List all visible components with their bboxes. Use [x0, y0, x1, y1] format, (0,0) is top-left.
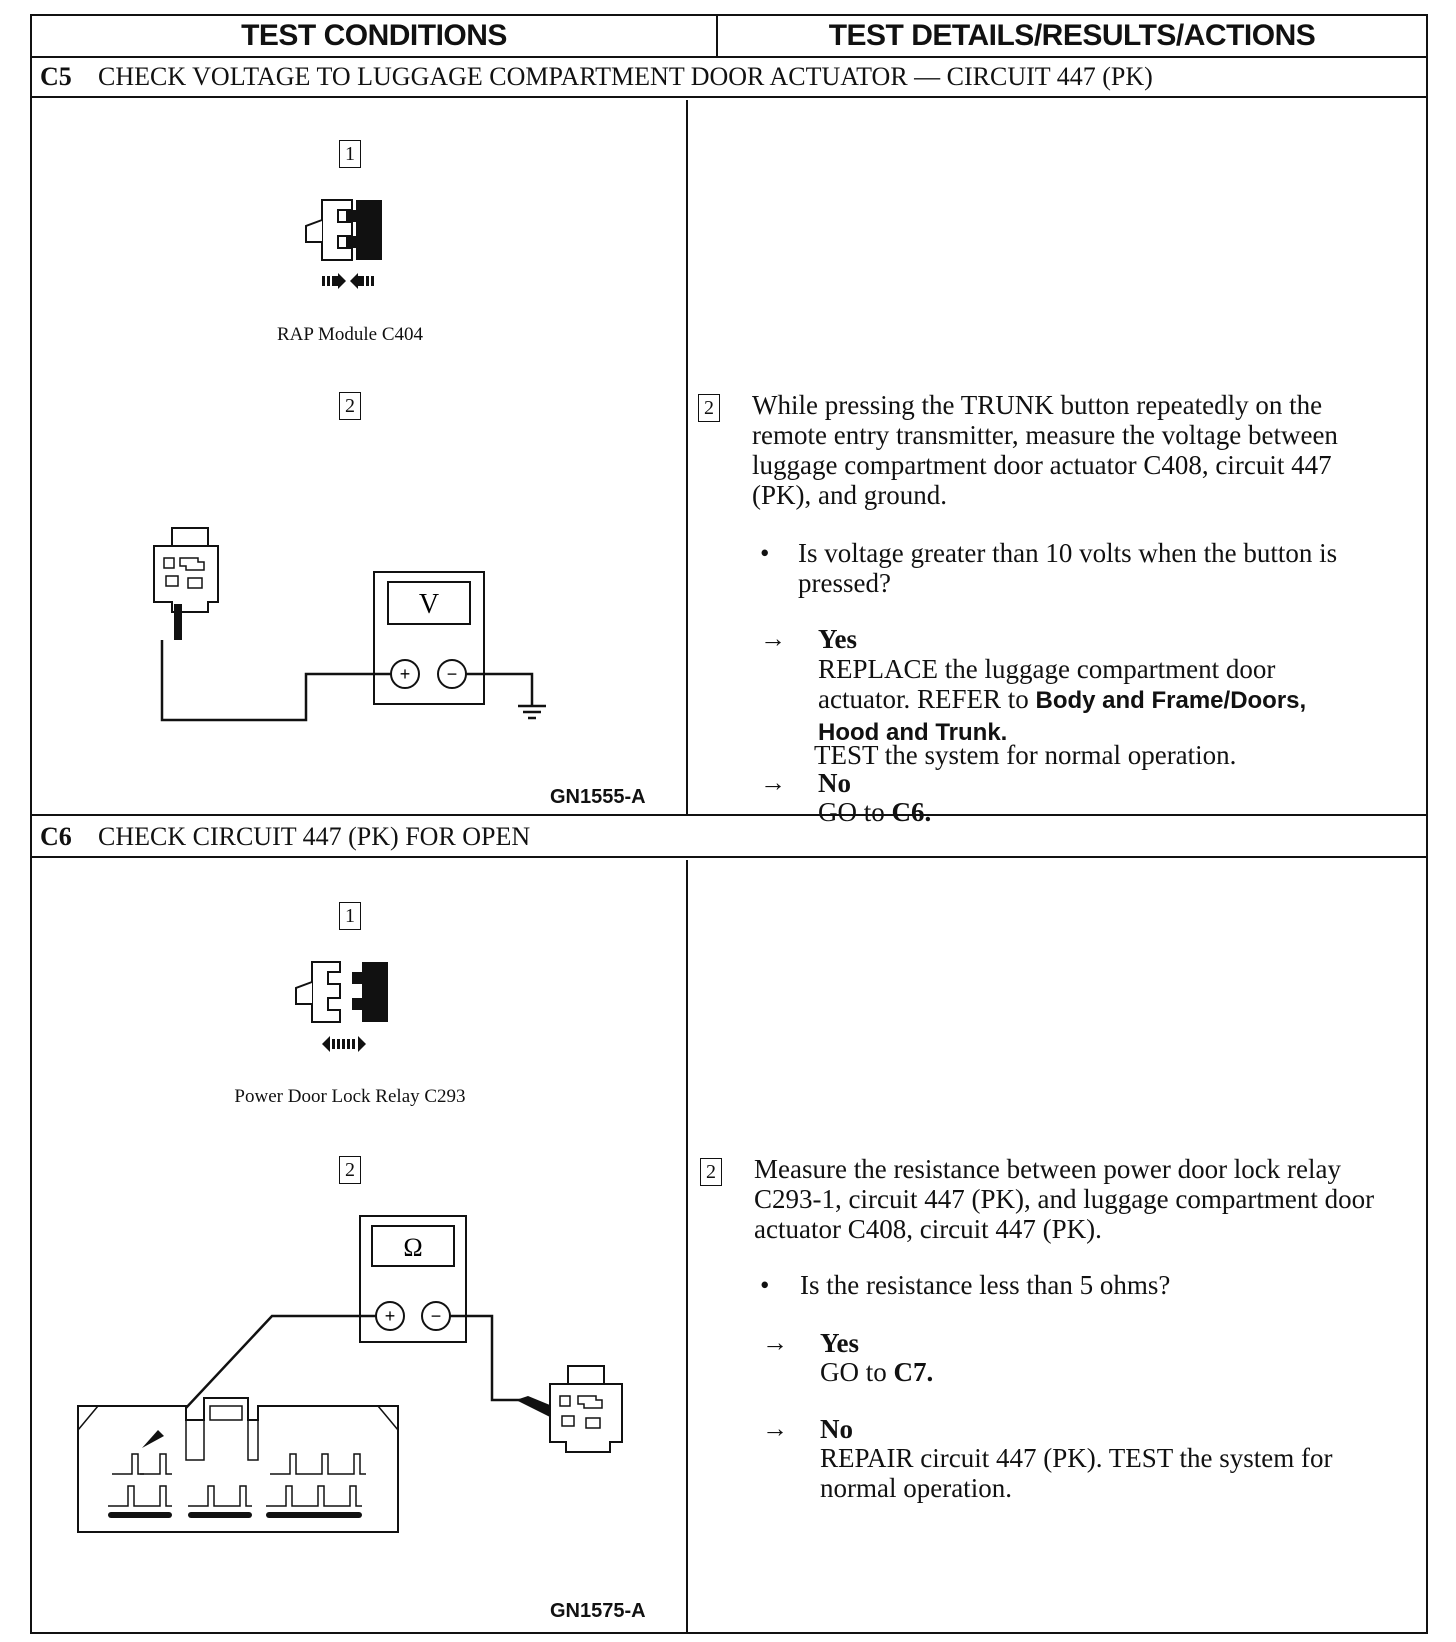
- c6-connector-disconnected-icon: [295, 961, 388, 1052]
- c5-meter-symbol: V: [419, 589, 439, 620]
- c5-step-header: C5 CHECK VOLTAGE TO LUGGAGE COMPARTMENT …: [32, 58, 1426, 98]
- c6-ohmmeter-icon: + − Ω: [359, 1215, 467, 1343]
- c6-meter-symbol: Ω: [403, 1233, 422, 1262]
- c6-column-divider: [686, 860, 688, 1632]
- c6-no-action: REPAIR circuit 447 (PK). TEST the system…: [820, 1443, 1333, 1503]
- c6-no-arrow: →: [762, 1414, 788, 1443]
- c5-figure-code: GN1555-A: [550, 786, 646, 808]
- c5-ground-lead: [466, 672, 534, 706]
- c5-yes-action-text: REPLACE the luggage compartment door act…: [818, 654, 1276, 714]
- c5-plus-terminal: +: [400, 664, 411, 684]
- c6-detail-number: 2: [700, 1158, 722, 1186]
- c6-no-label: No: [820, 1414, 853, 1444]
- c6-yes-target: C7.: [893, 1357, 934, 1387]
- c5-step-title: CHECK VOLTAGE TO LUGGAGE COMPARTMENT DOO…: [98, 62, 1153, 91]
- c5-yes-reference: Body and Frame/Doors, Hood and Trunk.: [818, 687, 1307, 746]
- c5-actuator-connector-icon: [153, 527, 219, 640]
- c5-step1-caption: RAP Module C404: [276, 324, 424, 345]
- c5-voltmeter-diagram: + − V: [153, 527, 546, 722]
- c5-ground-icon: [518, 704, 546, 720]
- c6-body: 1 Power Door Lock Relay C293 2 + − Ω: [32, 860, 1426, 1632]
- c5-no-target: C6.: [891, 797, 932, 827]
- c6-actuator-connector-icon: [516, 1365, 623, 1453]
- c5-yes-arrow: →: [760, 624, 786, 653]
- c6-yes-label: Yes: [820, 1328, 859, 1358]
- c6-minus-terminal: −: [431, 1306, 442, 1326]
- c5-yes-label: Yes: [818, 624, 857, 654]
- c6-step1-number: 1: [339, 902, 361, 930]
- c5-no-label: No: [818, 768, 851, 798]
- c5-step2-number: 2: [339, 392, 361, 420]
- c6-negative-lead: [450, 1314, 526, 1402]
- c6-step1-caption: Power Door Lock Relay C293: [234, 1086, 466, 1107]
- c6-question: Is the resistance less than 5 ohms?: [800, 1270, 1171, 1300]
- c6-positive-lead: [155, 1314, 376, 1441]
- c5-connector-disconnected-icon: [305, 199, 382, 289]
- c6-yes-action: GO to C7.: [820, 1357, 933, 1387]
- c6-step-id: C6: [40, 822, 72, 851]
- c5-no-arrow: →: [760, 768, 786, 797]
- c5-yes-action: REPLACE the luggage compartment door act…: [818, 654, 1338, 748]
- c6-plus-terminal: +: [385, 1306, 396, 1326]
- diagnostic-table: TEST CONDITIONS TEST DETAILS/RESULTS/ACT…: [30, 14, 1428, 1634]
- c5-yes-test: TEST the system for normal operation.: [814, 740, 1237, 770]
- c5-column-divider: [686, 100, 688, 816]
- c5-instruction: While pressing the TRUNK button repeated…: [752, 390, 1338, 510]
- c6-ohmmeter-diagram: + − Ω: [77, 1215, 623, 1533]
- c5-detail-number: 2: [698, 394, 720, 422]
- c5-body: 1 RAP Module C404 2: [32, 100, 1426, 827]
- c6-yes-arrow: →: [762, 1328, 788, 1357]
- c6-figure-code: GN1575-A: [550, 1600, 646, 1622]
- table-header: TEST CONDITIONS TEST DETAILS/RESULTS/ACT…: [32, 16, 1426, 58]
- c6-step2-number: 2: [339, 1156, 361, 1184]
- c6-instruction: Measure the resistance between power doo…: [754, 1154, 1375, 1244]
- c5-minus-terminal: −: [447, 664, 458, 684]
- c5-step1-number: 1: [339, 140, 361, 168]
- c5-positive-lead: [160, 640, 391, 722]
- c5-step-id: C5: [40, 62, 72, 91]
- c5-question-bullet: •: [760, 538, 770, 568]
- c6-step-header: C6 CHECK CIRCUIT 447 (PK) FOR OPEN: [32, 818, 1426, 858]
- c6-relay-connector-icon: [77, 1397, 399, 1533]
- c5-no-action-text: GO to: [818, 797, 885, 827]
- c6-step-title: CHECK CIRCUIT 447 (PK) FOR OPEN: [98, 822, 531, 851]
- test-conditions-header: TEST CONDITIONS: [32, 16, 718, 56]
- c6-yes-action-text: GO to: [820, 1357, 887, 1387]
- test-details-header: TEST DETAILS/RESULTS/ACTIONS: [828, 19, 1316, 52]
- c5-voltmeter-icon: + − V: [373, 571, 485, 705]
- c6-question-bullet: •: [760, 1270, 770, 1300]
- c5-question: Is voltage greater than 10 volts when th…: [798, 538, 1338, 598]
- c5-no-action: GO to C6.: [818, 797, 931, 827]
